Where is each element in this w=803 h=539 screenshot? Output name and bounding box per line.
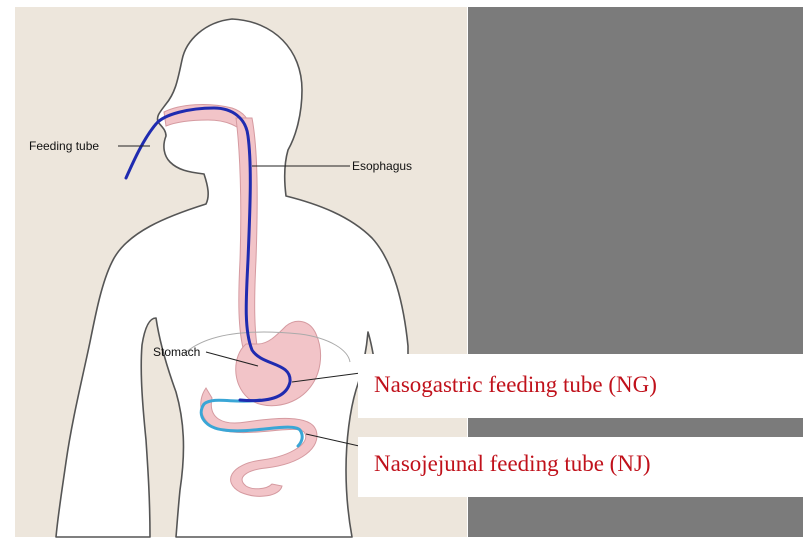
ng-caption: Nasogastric feeding tube (NG)	[374, 372, 657, 398]
esophagus-label: Esophagus	[352, 159, 412, 173]
feeding-tube-label: Feeding tube	[29, 139, 99, 153]
nj-caption: Nasojejunal feeding tube (NJ)	[374, 451, 651, 477]
body-silhouette	[56, 19, 408, 537]
stomach-label: Stomach	[153, 345, 200, 359]
